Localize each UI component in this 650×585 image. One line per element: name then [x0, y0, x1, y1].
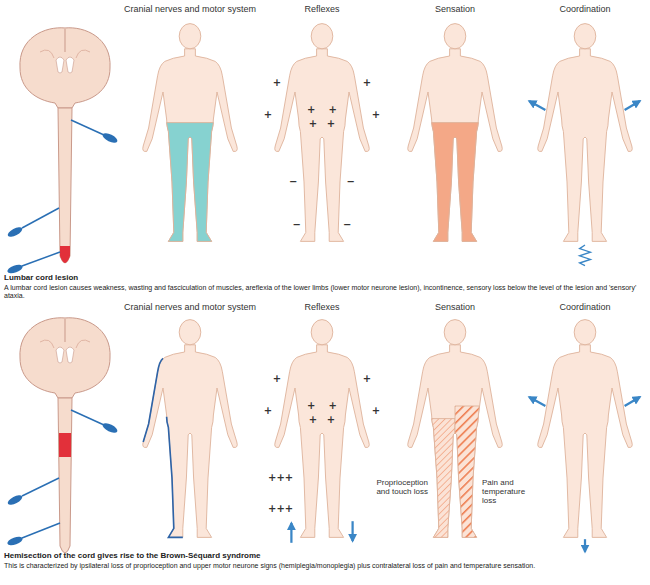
reflex-sign: +: [372, 406, 380, 416]
reflex-sign: −: [343, 220, 351, 230]
column-heading: Cranial nerves and motor system: [124, 302, 256, 312]
panel-caption: This is characterized by ipsilateral los…: [4, 562, 646, 570]
reflex-sign: −: [293, 220, 301, 230]
reflex-sign: −: [347, 177, 355, 187]
column-heading: Coordination: [559, 4, 610, 14]
panel-title: Hemisection of the cord gives rise to th…: [4, 551, 644, 560]
reflex-sign: +: [264, 110, 272, 120]
reflex-sign: +: [264, 406, 272, 416]
reflex-sign: −: [289, 177, 297, 187]
reflex-sign: +: [363, 78, 371, 88]
reflex-sign: +: [327, 415, 335, 425]
reflex-sign: +++: [268, 504, 293, 514]
reflex-sign: +: [329, 105, 337, 115]
column-heading: Reflexes: [304, 4, 339, 14]
panel-title: Lumbar cord lesion: [4, 273, 644, 282]
column-heading: Sensation: [435, 4, 475, 14]
reflex-sign: +: [273, 78, 281, 88]
sensory-label: Proprioception and touch loss: [366, 478, 428, 496]
reflex-sign: +: [307, 401, 315, 411]
reflex-sign: +: [273, 374, 281, 384]
column-heading: Reflexes: [304, 302, 339, 312]
reflex-sign: +: [329, 401, 337, 411]
column-heading: Coordination: [559, 302, 610, 312]
column-heading: Sensation: [435, 302, 475, 312]
panel-caption: A lumbar cord lesion causes weakness, wa…: [4, 284, 646, 300]
reflex-sign: +: [307, 105, 315, 115]
reflex-sign: +: [327, 119, 335, 129]
reflex-sign: +: [309, 119, 317, 129]
reflex-sign: +: [309, 415, 317, 425]
reflex-sign: +: [363, 374, 371, 384]
reflex-sign: +: [372, 110, 380, 120]
reflex-sign: +++: [268, 473, 293, 483]
sensory-label: Pain and temperature loss: [482, 478, 540, 506]
column-heading: Cranial nerves and motor system: [124, 4, 256, 14]
